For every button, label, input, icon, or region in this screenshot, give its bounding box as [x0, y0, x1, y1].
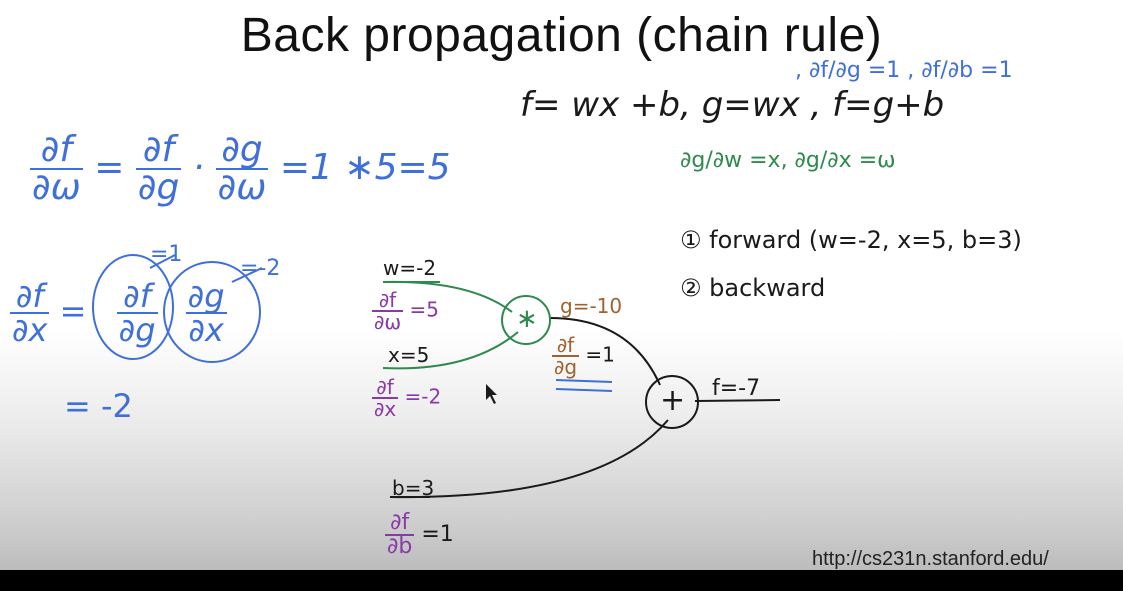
chain-w-term2-den: ∂ω [217, 167, 267, 208]
output-f-label: f=-7 [712, 376, 761, 401]
edge-x-to-mult [382, 331, 519, 370]
step-backward-text: backward [709, 274, 826, 302]
grad-df-dx-num: ∂f [372, 377, 399, 399]
grad-df-db-den: ∂b [387, 534, 413, 559]
grad-df-dg-value: =1 [585, 342, 615, 367]
add-node [645, 375, 699, 429]
grad-df-dw-den: ∂ω [374, 310, 402, 334]
chain-w-term1-num: ∂f [135, 132, 182, 170]
output-g-label: g=-10 [560, 294, 623, 318]
step-forward: ① forward (w=-2, x=5, b=3) [680, 228, 1022, 252]
multiply-node [501, 295, 551, 345]
step-backward-marker: ② [680, 274, 702, 302]
input-b-label: b=3 [392, 476, 435, 500]
chain-w-lhs-num: ∂f [30, 132, 83, 170]
chain-x-term1: ∂f ∂g [116, 280, 158, 349]
grad-df-dw: ∂f ∂ω =5 [372, 290, 439, 332]
chain-w-term2-num: ∂g [215, 132, 269, 170]
step-backward: ② backward [680, 276, 825, 300]
chain-x-term1-circle [92, 254, 174, 360]
gradient-arrow-top [555, 379, 613, 383]
chain-rule-w: ∂f ∂ω = ∂f ∂g · ∂g ∂ω =1 ∗5=5 [30, 132, 451, 206]
grad-df-dx-value: =-2 [404, 384, 442, 409]
chain-x-term1-den: ∂g [118, 311, 156, 349]
source-url: http://cs231n.stanford.edu/ [812, 548, 1049, 570]
chain-x-note-1-stroke [149, 254, 176, 269]
grad-df-dw-num: ∂f [372, 290, 404, 312]
bottom-bar [0, 570, 1123, 591]
chain-w-result: =1 ∗5=5 [279, 147, 451, 188]
chain-x-lhs-num: ∂f [10, 280, 50, 314]
gradient-arrow-bottom [555, 388, 613, 392]
grad-df-dw-frac: ∂f ∂ω [372, 290, 404, 334]
chain-w-term2: ∂g ∂ω [215, 132, 269, 208]
grad-df-db: ∂f ∂b =1 [385, 512, 454, 558]
chain-x-term1-num: ∂f [116, 280, 158, 314]
local-gradient-g-note: ∂g/∂w =x, ∂g/∂x =ω [680, 148, 896, 173]
chain-w-term1-den: ∂g [137, 167, 180, 208]
chain-x-lhs-den: ∂x [12, 311, 48, 349]
chain-x-note-2-stroke [231, 267, 263, 283]
chain-w-term1: ∂f ∂g [135, 132, 182, 208]
grad-df-db-value: =1 [421, 522, 454, 547]
step-forward-marker: ① [680, 226, 702, 254]
grad-df-dw-value: =5 [409, 297, 439, 322]
chain-w-lhs-den: ∂ω [32, 167, 81, 208]
chain-x-term2-den: ∂x [188, 311, 224, 349]
chain-rule-x: ∂f ∂x = ∂f ∂g ∂g ∂x [10, 280, 227, 346]
grad-df-dg-den: ∂g [554, 355, 578, 379]
grad-df-dx-frac: ∂f ∂x [372, 377, 399, 421]
grad-df-dx: ∂f ∂x =-2 [372, 377, 441, 419]
chain-x-term2: ∂g ∂x [185, 277, 227, 349]
input-x-label: x=5 [388, 343, 430, 367]
input-w-label: w=-2 [383, 256, 437, 280]
add-node-symbol: + [660, 383, 686, 418]
local-gradient-f-note: , ∂f/∂g =1 , ∂f/∂b =1 [795, 58, 1013, 83]
grad-df-db-num: ∂f [385, 512, 415, 536]
edge-b-to-add [389, 419, 669, 499]
edge-add-to-output [694, 399, 781, 402]
chain-x-result: = -2 [64, 387, 133, 425]
chain-x-note-1: =1 [150, 242, 183, 267]
slide-title: Back propagation (chain rule) [240, 9, 883, 62]
chain-w-lhs: ∂f ∂ω [30, 132, 83, 206]
function-definitions: f= wx +b, g=wx , f=g+b [520, 88, 944, 122]
grad-df-dg-frac: ∂f ∂g [552, 335, 580, 379]
grad-df-dg-num: ∂f [552, 335, 580, 357]
chain-x-equals: = [59, 292, 87, 330]
chain-x-term2-num: ∂g [185, 277, 227, 315]
chain-w-dot: · [192, 147, 205, 188]
function-definitions-text: f= wx +b, g=wx , f=g+b [520, 85, 945, 125]
chain-w-equals: = [94, 147, 125, 188]
grad-df-db-frac: ∂f ∂b [385, 512, 415, 559]
grad-df-dg: ∂f ∂g =1 [552, 335, 615, 377]
edge-mult-to-add [549, 317, 661, 386]
step-forward-text: forward (w=-2, x=5, b=3) [709, 226, 1022, 254]
chain-x-term2-circle [163, 261, 261, 363]
multiply-node-symbol: ∗ [516, 304, 538, 334]
chain-x-lhs: ∂f ∂x [10, 280, 50, 349]
grad-df-dx-den: ∂x [374, 397, 397, 421]
mouse-cursor-icon [486, 384, 497, 404]
